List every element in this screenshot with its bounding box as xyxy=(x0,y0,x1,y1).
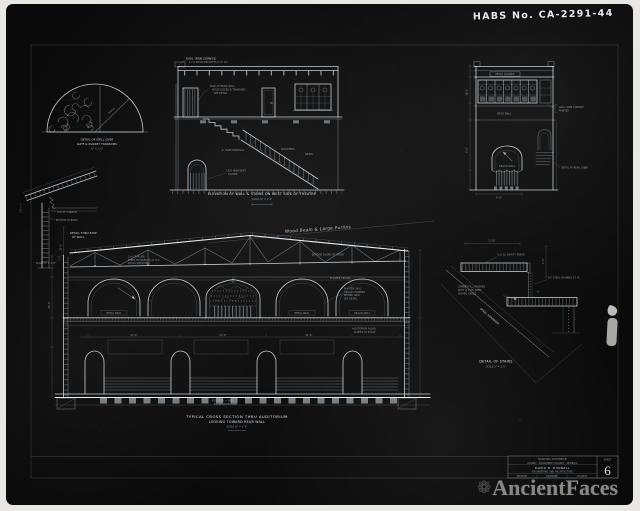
handrail-note: 2" IRON HANDRAIL xyxy=(222,149,245,152)
cornice-note-2: 4 x 6 WOOD BRACKETS 3'-0" O.C. xyxy=(189,61,229,64)
flower-icon: ❁ xyxy=(477,477,492,498)
grill-caption-1: DETAIL OF GRILL OVER xyxy=(81,138,114,142)
radius-label: Radius xyxy=(108,106,116,114)
footing-note-2: FOUNDATION PLAN xyxy=(214,403,237,406)
watermark: ❁ AncientFaces xyxy=(477,477,618,499)
front-dim-lower: 9'-6" xyxy=(466,147,469,153)
firm-city-2: ROANOKE xyxy=(546,475,558,478)
front-dim-bottom: 9'-0" xyxy=(496,197,502,200)
channel-note: 10" STEEL CHANNEL ST. PL. xyxy=(548,277,581,280)
stair-scale: SCALE 3" = 1'-0" xyxy=(486,366,506,369)
organ-note-4: SEE DETAIL xyxy=(344,297,358,300)
stringer-note: STEEL STRINGER xyxy=(479,307,500,326)
wall-elevation-caption: ELEVATION OF WALL & STAIRS ON WEST SIDE … xyxy=(208,192,317,196)
eave-title-2: OF WALL xyxy=(72,235,85,239)
truss-note-3: WOOD SHEATHING xyxy=(128,262,150,265)
grill-label-left: METAL GRILL xyxy=(106,312,122,315)
project-location: ALBANY · DOUGHERTY COUNTY · GEORGIA xyxy=(527,462,578,465)
tread-note: ¾ x 1¼ SAFETY TREAD xyxy=(497,254,524,257)
project-title: MUNICIPAL AUDITORIUM xyxy=(538,458,567,461)
span-dim-2: 21'-6" xyxy=(219,334,226,337)
footing-note-1: FOOTINGS — SEE xyxy=(212,400,233,403)
stair-dim-right: 1'-2" xyxy=(542,258,545,264)
watermark-text: AncientFaces xyxy=(492,475,619,500)
handwritten-purlin-note: Wood Beam & Large Purlins xyxy=(285,224,352,234)
eave-dim: 15'-2" xyxy=(60,243,63,250)
cement-note-1: CEMENT FILL FINISHED xyxy=(458,286,485,289)
span-dim-1: 21'-6" xyxy=(130,334,137,337)
cornice-right-note-2: PAINTED xyxy=(559,109,569,112)
floor-note-2: SLOPES TO STAGE xyxy=(354,331,376,334)
wall-note-1: FACE OF BRICK WALL xyxy=(210,85,236,88)
film-clip-mark xyxy=(607,305,618,316)
vent-note-2: LOUVRE xyxy=(228,173,238,176)
wall-note-2: WOOD DOORS & TRANSOMS xyxy=(212,89,246,92)
truss-note-2: STEEL TRUSSES 16'-0" O.C. xyxy=(128,259,161,262)
stair-dim-small: 7" xyxy=(537,291,540,294)
truss-note-1: 2 x 6 PURLINS xyxy=(128,256,145,259)
grill-scale: ½" = 1'-0" xyxy=(91,147,104,151)
sheet-number: 6 xyxy=(604,463,611,478)
balusters-note: BALUSTERS xyxy=(281,148,295,151)
bottom-of-beam-note: BOTTOM OF BEAM xyxy=(56,219,77,222)
theatre-front-elevation: METAL CORNICE BRICK WALL ORGAN GRILL xyxy=(466,61,589,200)
firm-city-3: ATLANTA xyxy=(577,475,588,478)
firm-subtitle: ENGINEERING AND ARCHITECTURE xyxy=(532,471,574,474)
vent-note-1: CAST IRON VENT xyxy=(226,170,246,173)
organ-note-3: BEHIND GRILL xyxy=(344,294,361,297)
stair-dim-top: 2'-10" xyxy=(488,240,495,243)
eave-detail: TOP OF CORNICE BOTTOM OF BEAM 15'-2" DET… xyxy=(20,167,98,269)
cornice-note-1: GALV. IRON CORNICE xyxy=(186,57,216,61)
ceiling-note: PLASTER CEILING xyxy=(330,277,351,280)
eave-title-1: DETAIL THRU EAVE xyxy=(70,231,97,235)
sheet-label: SHEET xyxy=(604,459,612,462)
habs-number: HABS No. CA-2291-44 xyxy=(473,8,614,23)
fan-label: ORGAN GRILL xyxy=(499,165,516,168)
wall-stairs-elevation: GALV. IRON CORNICE 4 x 6 WOOD BRACKETS 3… xyxy=(169,57,345,206)
cornice-right-note-1: GALV. IRON CORNICE xyxy=(559,106,584,109)
stair-detail: 2'-10" ¾ x 1¼ SAFETY TREAD 10" STEEL CHA… xyxy=(440,240,583,384)
newel-note: NEWEL xyxy=(305,153,314,156)
organ-note-2: ORGAN CHAMBER xyxy=(344,291,365,294)
photo-artifacts xyxy=(99,79,618,431)
section-scale: SCALE ⅛" = 1'-0" xyxy=(227,426,248,429)
top-of-cornice-note: TOP OF CORNICE xyxy=(57,211,78,214)
firm-name: DAVID B. DUNNELL xyxy=(535,466,570,470)
organ-note-1: PLASTER WALL xyxy=(344,288,362,291)
grill-detail: Radius DETAIL OF GRILL OVER GATE & MARKE… xyxy=(41,83,149,151)
brick-wall-label: BRICK WALL xyxy=(497,113,512,116)
grill-caption-2: GATE & MARKET TRANSOMS xyxy=(77,142,117,146)
cement-note-2: WITH ¼ x 2½ STEEL xyxy=(458,288,483,292)
wall-note-3: SEE DETAIL xyxy=(214,92,228,95)
sheet-border xyxy=(30,44,619,479)
section-height-dim: 29'-6" xyxy=(48,301,51,308)
section-caption-1: TYPICAL CROSS SECTION THRU AUDITORIUM xyxy=(185,414,288,419)
lobby-note: DETAIL AT REAR LOBBY xyxy=(561,167,589,170)
cross-section: Wood Beam & Large Purlins xyxy=(48,220,435,431)
stair-caption: DETAIL OF STAIRS xyxy=(479,360,512,364)
front-dim-upper: 16'-0" xyxy=(466,88,469,95)
frieze-label: METAL CORNICE xyxy=(495,73,515,76)
eave-scale-note: SCALE 3" = 1'-0" xyxy=(36,262,56,265)
span-dim-3: 21'-6" xyxy=(305,334,312,337)
edge-margin-note: 2291-44 xyxy=(20,203,23,213)
grill-label-right: ORGAN GRILL xyxy=(354,312,371,315)
floor-note-1: AUDITORIUM FLOOR xyxy=(352,328,376,331)
film-notch-mark xyxy=(606,317,618,347)
cement-note-3: NOSING ANGLE xyxy=(458,293,477,296)
firm-city-1: BOSTON xyxy=(517,475,527,478)
wall-elevation-scale: SCALE ⅛" = 1'-0" xyxy=(252,198,273,201)
title-block: MUNICIPAL AUDITORIUM ALBANY · DOUGHERTY … xyxy=(507,455,619,479)
grill-label-mid: METAL GRILL xyxy=(294,312,310,315)
chord-note: BOTTOM CHORD OF TRUSS xyxy=(312,254,344,257)
section-caption-2: LOOKING TOWARD REAR WALL xyxy=(209,420,265,424)
